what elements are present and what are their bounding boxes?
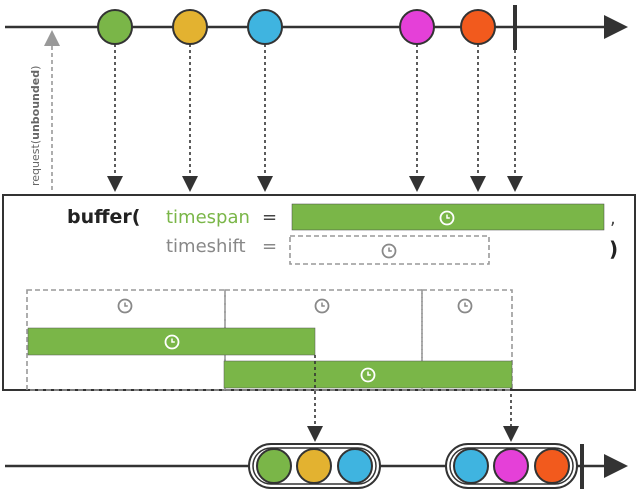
output-timeline-arrowhead bbox=[604, 454, 628, 478]
input-timeline-arrowhead bbox=[604, 15, 628, 39]
marble-yellow bbox=[172, 9, 208, 45]
timespan-bar bbox=[291, 203, 605, 231]
close-paren: ) bbox=[609, 237, 618, 261]
clock-icon bbox=[164, 334, 180, 350]
drop-arrow-5 bbox=[470, 176, 486, 192]
emit-arrow-1 bbox=[307, 426, 323, 442]
operator-name: buffer( bbox=[67, 206, 140, 228]
emit-arrow-2 bbox=[503, 426, 519, 442]
marble-orange bbox=[460, 9, 496, 45]
param-timeshift-label: timeshift bbox=[166, 236, 246, 257]
operator-box: buffer( timespan = , timeshift = ) bbox=[2, 194, 636, 391]
equals-1: = bbox=[262, 207, 277, 228]
marble-green bbox=[97, 9, 133, 45]
marble-blue bbox=[337, 448, 373, 484]
timeshift-window-3 bbox=[421, 289, 513, 391]
drop-arrow-3 bbox=[257, 176, 273, 192]
drop-arrow-2 bbox=[182, 176, 198, 192]
marble-magenta bbox=[399, 9, 435, 45]
drop-arrow-4 bbox=[409, 176, 425, 192]
input-to-operator-arrows bbox=[107, 44, 523, 192]
output-timeline bbox=[5, 443, 628, 489]
param-timespan-label: timespan bbox=[166, 207, 250, 228]
request-indicator: request(unbounded) bbox=[29, 30, 60, 190]
operator-to-output-arrows bbox=[307, 355, 519, 442]
clock-icon bbox=[314, 298, 330, 314]
request-label: request(unbounded) bbox=[29, 66, 42, 186]
marble-blue bbox=[247, 9, 283, 45]
output-buffer-2 bbox=[445, 443, 578, 489]
clock-icon bbox=[117, 298, 133, 314]
marble-magenta bbox=[493, 448, 529, 484]
marble-yellow bbox=[296, 448, 332, 484]
equals-2: = bbox=[262, 236, 277, 257]
clock-icon bbox=[439, 210, 455, 226]
drop-arrow-1 bbox=[107, 176, 123, 192]
input-marbles bbox=[97, 9, 496, 45]
marble-orange bbox=[534, 448, 570, 484]
request-arrowhead bbox=[44, 30, 60, 46]
clock-icon bbox=[381, 243, 397, 259]
output-buffer-1 bbox=[248, 443, 381, 489]
comma: , bbox=[610, 208, 616, 229]
clock-icon bbox=[457, 298, 473, 314]
drop-arrow-complete bbox=[507, 176, 523, 192]
marble-blue bbox=[453, 448, 489, 484]
timeshift-bar bbox=[289, 235, 490, 265]
clock-icon bbox=[360, 367, 376, 383]
marble-green bbox=[256, 448, 292, 484]
